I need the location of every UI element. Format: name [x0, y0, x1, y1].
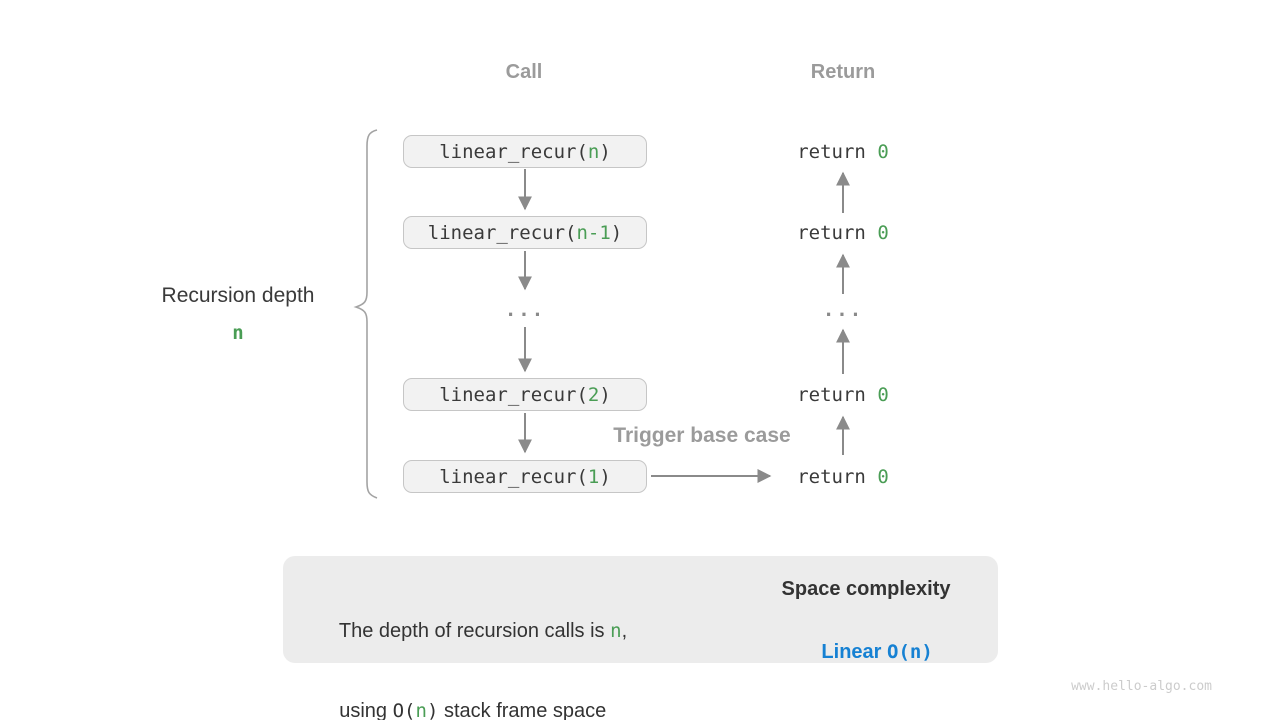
summary-line2-open: O(	[392, 700, 416, 720]
return-statement: return 0	[743, 378, 943, 411]
return-statement: return 0	[743, 135, 943, 168]
recursion-depth-label: Recursion depth	[161, 284, 315, 307]
return-column-header: Return	[810, 61, 876, 83]
summary-card	[283, 556, 998, 663]
code-text: )	[599, 465, 611, 488]
return-statement: return 0	[743, 216, 943, 249]
code-text: )	[599, 383, 611, 406]
code-text: linear_recur(	[439, 140, 588, 163]
call-box-linear-recur-2: linear_recur(2)	[403, 378, 647, 411]
space-complexity-title: Space complexity	[781, 578, 951, 600]
return-statement: return 0	[743, 460, 943, 493]
code-value: 0	[877, 140, 889, 163]
complexity-word: Linear	[821, 641, 887, 663]
call-box-linear-recur-n-1: linear_recur(n-1)	[403, 216, 647, 249]
complexity-open: O(	[887, 641, 910, 663]
summary-line2-text: using	[339, 700, 393, 720]
call-box-linear-recur-n: linear_recur(n)	[403, 135, 647, 168]
code-text: )	[599, 140, 611, 163]
code-text: return	[797, 140, 878, 163]
code-value: 0	[877, 465, 889, 488]
call-box-linear-recur-1: linear_recur(1)	[403, 460, 647, 493]
code-arg: n-1	[576, 221, 611, 244]
recursion-depth-brace	[353, 129, 378, 499]
code-text: return	[797, 465, 878, 488]
code-value: 0	[877, 383, 889, 406]
code-text: return	[797, 221, 878, 244]
call-column-header: Call	[505, 61, 543, 83]
complexity-close: )	[921, 641, 933, 663]
summary-line2-close: )	[426, 700, 439, 720]
code-text: )	[610, 221, 623, 244]
recursion-depth-value: n	[232, 322, 244, 344]
return-ellipsis: ...	[822, 299, 864, 321]
space-complexity-value: Linear O(n)	[766, 618, 966, 687]
code-arg: 1	[587, 465, 600, 488]
code-text: linear_recur(	[427, 221, 577, 244]
call-ellipsis: ...	[504, 299, 546, 321]
summary-line1-text: The depth of recursion calls is	[338, 620, 611, 642]
code-text: linear_recur(	[439, 383, 588, 406]
watermark: www.hello-algo.com	[1071, 679, 1212, 694]
code-text: linear_recur(	[439, 465, 588, 488]
summary-text: The depth of recursion calls is n, using…	[317, 571, 627, 720]
trigger-base-case-label: Trigger base case	[613, 424, 791, 447]
code-value: 0	[877, 221, 889, 244]
complexity-n: n	[909, 641, 922, 663]
code-arg: 2	[587, 383, 600, 406]
code-arg: n	[587, 140, 600, 163]
summary-line1-n: n	[610, 620, 622, 642]
summary-line2-n: n	[415, 700, 427, 720]
summary-line2-tail: stack frame space	[438, 700, 607, 720]
code-text: return	[797, 383, 878, 406]
summary-line1-comma: ,	[621, 620, 628, 642]
